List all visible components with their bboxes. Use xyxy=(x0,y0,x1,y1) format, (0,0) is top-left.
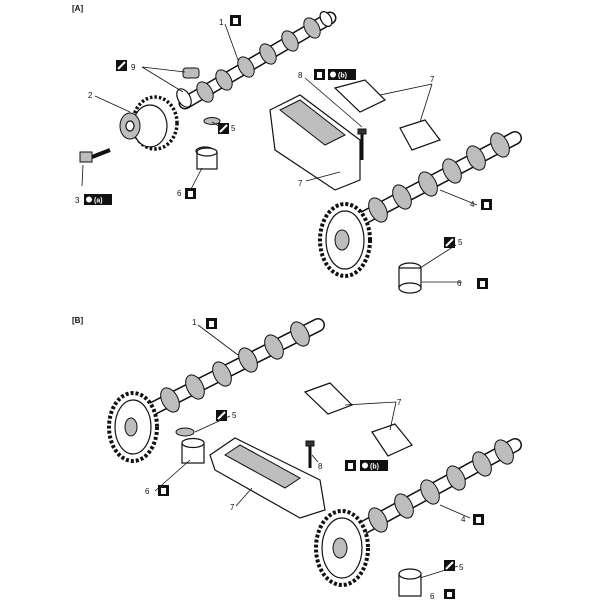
camshaft-housing-a xyxy=(269,79,441,191)
callout-a-1: 1 xyxy=(219,18,224,27)
callout-b-8: 8 xyxy=(318,462,323,471)
leader-lines-a xyxy=(81,23,478,283)
oil-can-icon xyxy=(477,278,488,289)
tappet-b-left xyxy=(175,427,205,464)
grease-icon xyxy=(444,237,455,248)
oil-can-icon xyxy=(444,589,455,599)
callout-a-2: 2 xyxy=(88,91,93,100)
torque-tag-a: (a) xyxy=(94,198,103,205)
section-label-b: [B] xyxy=(72,316,83,325)
torque-tag-b-a: (b) xyxy=(338,73,347,80)
oil-can-icon xyxy=(314,69,325,80)
cam-timing-actuator xyxy=(119,95,179,151)
callout-b-5: 5 xyxy=(232,411,237,420)
grease-icon xyxy=(216,410,227,421)
tappet-a-right xyxy=(398,262,422,294)
section-label-a: [A] xyxy=(72,4,83,13)
grease-icon xyxy=(116,60,127,71)
callout-b-7-mid: 7 xyxy=(230,503,235,512)
tappet-a-left xyxy=(195,117,221,170)
callout-a-5: 5 xyxy=(231,124,236,133)
camshaft-a-intake xyxy=(178,11,337,110)
sprocket-b-exhaust xyxy=(314,509,370,587)
oil-can-icon xyxy=(185,188,196,199)
cap-bolt-b xyxy=(305,440,315,468)
callout-b-6b: 6 xyxy=(430,592,435,600)
callout-a-7-mid: 7 xyxy=(298,179,303,188)
callout-a-3: 3 xyxy=(75,196,80,205)
torque-wrench-icon xyxy=(360,460,388,471)
tappet-b-right xyxy=(398,568,422,597)
callout-a-9: 9 xyxy=(131,63,136,72)
leader-lines-b xyxy=(154,324,471,579)
cap-bolt-a xyxy=(357,128,367,160)
oil-can-icon xyxy=(481,199,492,210)
actuator-bolt xyxy=(79,148,111,163)
oil-can-icon xyxy=(230,15,241,26)
camshaft-b-intake xyxy=(107,318,325,463)
oil-can-icon xyxy=(345,460,356,471)
callout-b-6: 6 xyxy=(145,487,150,496)
grease-icon xyxy=(444,560,455,571)
sprocket-a xyxy=(318,202,372,278)
callout-a-6b: 6 xyxy=(457,279,462,288)
callout-a-7-top: 7 xyxy=(430,75,435,84)
torque-tag-b-b: (b) xyxy=(370,464,379,471)
callout-b-1: 1 xyxy=(192,318,197,327)
sprocket-b-intake xyxy=(107,391,159,463)
torque-wrench-icon xyxy=(328,69,356,80)
oil-can-icon xyxy=(158,485,169,496)
camshaft-b-exhaust xyxy=(314,438,522,587)
callout-a-6: 6 xyxy=(177,189,182,198)
oil-seal-rings xyxy=(176,67,200,108)
callout-b-7-top: 7 xyxy=(397,398,402,407)
oil-can-icon xyxy=(473,514,484,525)
oil-can-icon xyxy=(206,318,217,329)
callout-b-5b: 5 xyxy=(459,563,464,572)
callout-a-4: 4 xyxy=(470,200,475,209)
camshaft-a-exhaust xyxy=(318,131,522,278)
torque-wrench-icon xyxy=(84,194,112,205)
callout-a-5b: 5 xyxy=(458,238,463,247)
callout-b-4: 4 xyxy=(461,515,466,524)
callout-a-8: 8 xyxy=(298,71,303,80)
grease-icon xyxy=(218,123,229,134)
camshaft-housing-b xyxy=(209,382,413,519)
